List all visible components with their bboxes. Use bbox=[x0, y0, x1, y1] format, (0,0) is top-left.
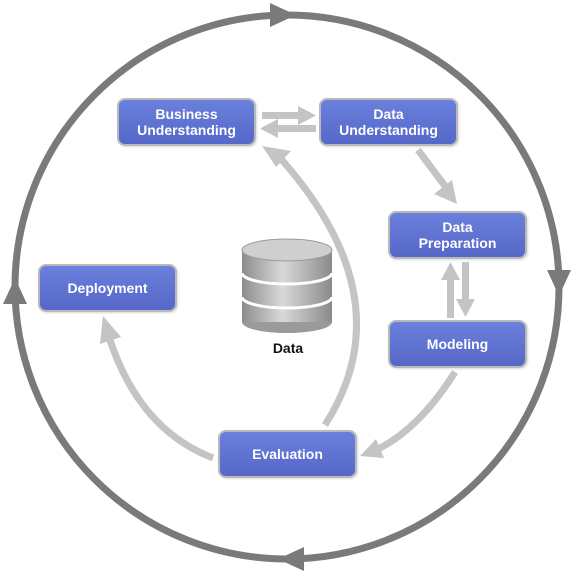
outer-cycle-arrowhead-top bbox=[270, 3, 296, 27]
data-label: Data bbox=[272, 340, 304, 356]
phase-label-line-2: Understanding bbox=[137, 122, 236, 138]
phase-label: Deployment bbox=[67, 280, 148, 296]
phase-modeling: Modeling bbox=[388, 320, 527, 368]
phase-label: Evaluation bbox=[252, 446, 323, 462]
arrow-evaluation-to-deployment bbox=[100, 316, 215, 462]
phase-label-line-1: Data bbox=[373, 106, 404, 122]
phase-label-line-2: Understanding bbox=[339, 122, 438, 138]
inner-arrows bbox=[100, 106, 475, 462]
phase-data-understanding: Data Understanding bbox=[319, 98, 458, 146]
arrow-evaluation-to-business bbox=[262, 146, 361, 427]
outer-cycle-arrowhead-bottom bbox=[278, 547, 304, 571]
outer-cycle-arrowhead-left bbox=[3, 278, 27, 304]
arrow-preparation-to-modeling bbox=[456, 262, 475, 317]
database-icon bbox=[240, 238, 334, 333]
outer-cycle bbox=[3, 3, 571, 571]
outer-cycle-arrowhead-right bbox=[547, 270, 571, 296]
phase-deployment: Deployment bbox=[38, 264, 177, 312]
phase-label-line-1: Business bbox=[155, 106, 218, 122]
phase-label-line-1: Data bbox=[442, 219, 473, 235]
arrow-modeling-to-evaluation bbox=[360, 370, 458, 458]
arrow-modeling-to-preparation bbox=[441, 262, 460, 318]
arrow-business-to-data-understanding bbox=[262, 106, 316, 125]
phase-data-preparation: Data Preparation bbox=[388, 211, 527, 259]
arrow-data-understanding-to-preparation bbox=[415, 147, 457, 204]
phase-business-understanding: Business Understanding bbox=[117, 98, 256, 146]
phase-evaluation: Evaluation bbox=[218, 430, 357, 478]
phase-label-line-2: Preparation bbox=[418, 235, 497, 251]
phase-label: Modeling bbox=[426, 336, 489, 352]
arrow-data-understanding-to-business bbox=[260, 119, 316, 138]
